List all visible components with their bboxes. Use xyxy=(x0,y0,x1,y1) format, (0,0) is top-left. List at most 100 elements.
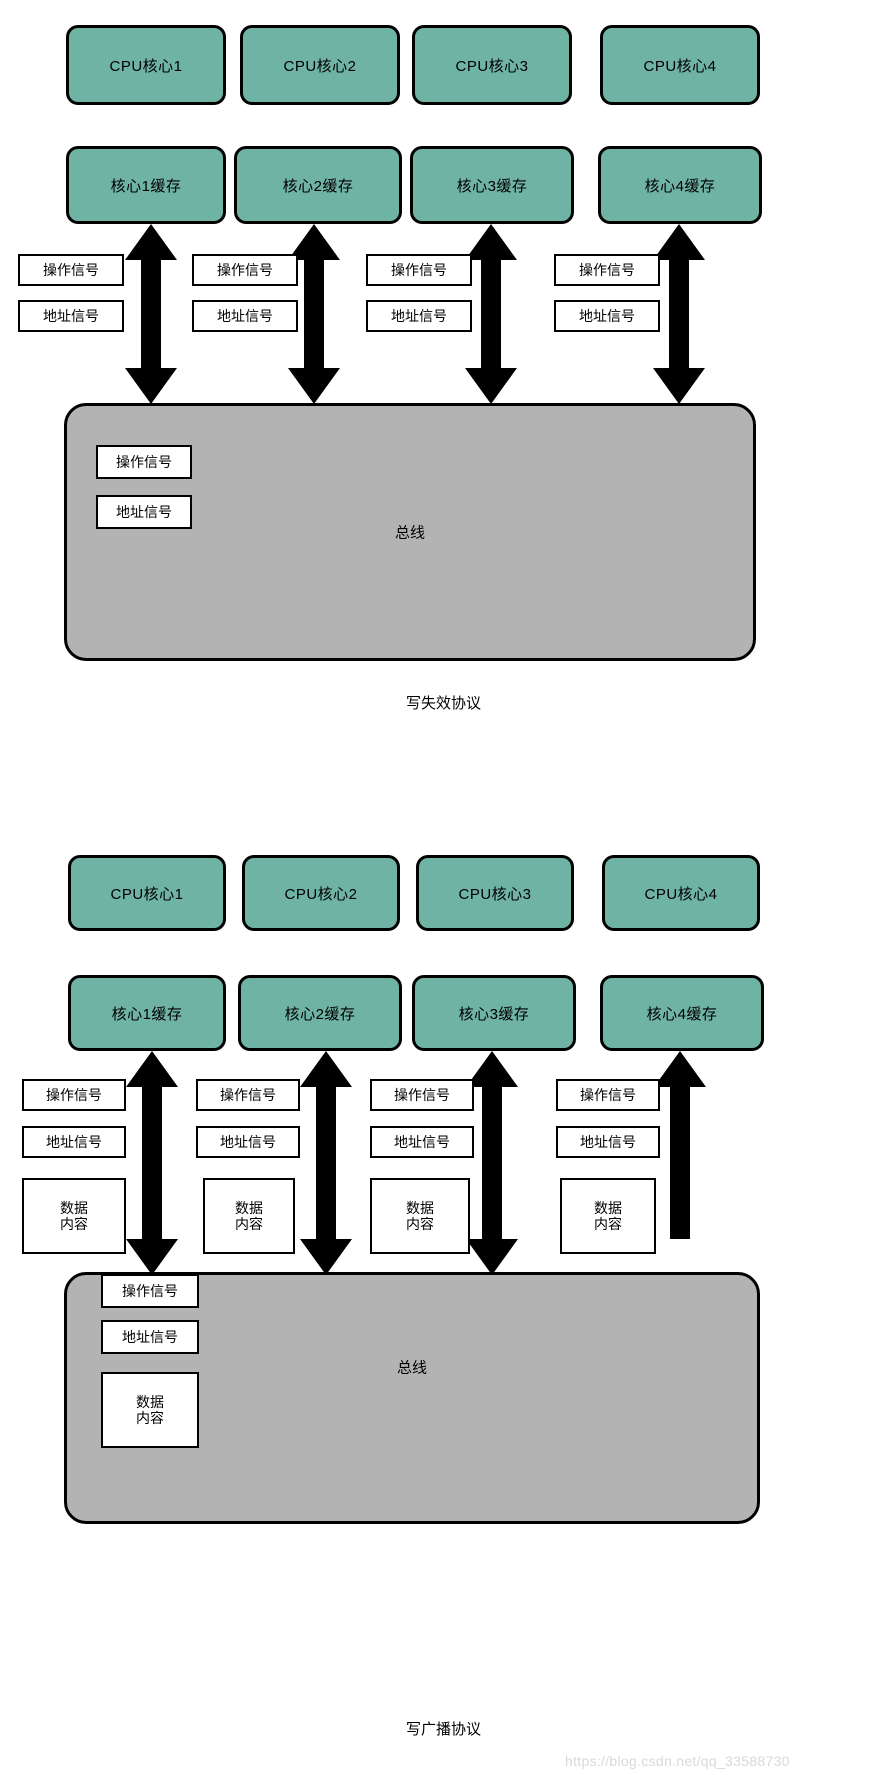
cpu-core-box-3[interactable]: CPU核心3 xyxy=(416,855,574,931)
bidirectional-arrow-core2 xyxy=(300,1051,352,1275)
signal-label: 地址信号 xyxy=(116,503,172,520)
lane-signal-addr-2: 地址信号 xyxy=(196,1126,300,1158)
signal-label-line1: 数据 xyxy=(406,1199,434,1216)
cpu-core-label: CPU核心1 xyxy=(109,57,183,75)
cache-box-1[interactable]: 核心1缓存 xyxy=(68,975,226,1051)
signal-label: 操作信号 xyxy=(579,261,635,278)
bidirectional-arrow-core2 xyxy=(288,224,340,404)
cache-box-2[interactable]: 核心2缓存 xyxy=(234,146,402,224)
signal-label: 地址信号 xyxy=(579,307,635,324)
diagram-caption-write-broadcast: 写广播协议 xyxy=(405,1721,481,1738)
bidirectional-arrow-core4 xyxy=(654,1051,706,1239)
bus-signal-op: 操作信号 xyxy=(96,445,192,479)
bidirectional-arrow-core4 xyxy=(653,224,705,404)
cpu-core-box-3[interactable]: CPU核心3 xyxy=(412,25,572,105)
cpu-core-box-1[interactable]: CPU核心1 xyxy=(68,855,226,931)
signal-label: 地址信号 xyxy=(122,1328,178,1345)
cache-label: 核心2缓存 xyxy=(282,177,354,195)
lane-signal-addr-3: 地址信号 xyxy=(366,300,472,332)
cache-label: 核心3缓存 xyxy=(458,1005,530,1023)
cache-box-2[interactable]: 核心2缓存 xyxy=(238,975,402,1051)
signal-label-line2: 内容 xyxy=(406,1216,434,1232)
signal-label-line1: 数据 xyxy=(594,1199,622,1216)
signal-label-line2: 内容 xyxy=(594,1216,622,1232)
cache-box-3[interactable]: 核心3缓存 xyxy=(412,975,576,1051)
bidirectional-arrow-core3 xyxy=(466,1051,518,1275)
bus-signal-addr: 地址信号 xyxy=(101,1320,199,1354)
signal-label: 操作信号 xyxy=(43,261,99,278)
lane-signal-op-4: 操作信号 xyxy=(556,1079,660,1111)
signal-label-line2: 内容 xyxy=(136,1410,164,1426)
signal-label: 操作信号 xyxy=(391,261,447,278)
lane-signal-addr-1: 地址信号 xyxy=(22,1126,126,1158)
lane-signal-op-2: 操作信号 xyxy=(192,254,298,286)
cache-label: 核心3缓存 xyxy=(456,177,528,195)
bus-signal-data: 数据 内容 xyxy=(101,1372,199,1448)
cache-box-3[interactable]: 核心3缓存 xyxy=(410,146,574,224)
signal-label-line1: 数据 xyxy=(60,1199,88,1216)
lane-signal-addr-4: 地址信号 xyxy=(554,300,660,332)
signal-label-line1: 数据 xyxy=(235,1199,263,1216)
signal-label-line2: 内容 xyxy=(60,1216,88,1232)
cache-box-1[interactable]: 核心1缓存 xyxy=(66,146,226,224)
signal-label-line1: 数据 xyxy=(136,1393,164,1410)
lane-signal-addr-4: 地址信号 xyxy=(556,1126,660,1158)
lane-signal-addr-2: 地址信号 xyxy=(192,300,298,332)
cpu-core-box-4[interactable]: CPU核心4 xyxy=(600,25,760,105)
signal-label: 操作信号 xyxy=(46,1086,102,1103)
cpu-core-label: CPU核心1 xyxy=(110,885,184,903)
lane-signal-data-1: 数据 内容 xyxy=(22,1178,126,1254)
signal-label-line2: 内容 xyxy=(235,1216,263,1232)
cpu-core-box-2[interactable]: CPU核心2 xyxy=(240,25,400,105)
signal-label: 地址信号 xyxy=(43,307,99,324)
cache-label: 核心4缓存 xyxy=(644,177,716,195)
signal-label: 操作信号 xyxy=(220,1086,276,1103)
lane-signal-data-2: 数据 内容 xyxy=(203,1178,295,1254)
cpu-core-label: CPU核心4 xyxy=(644,885,718,903)
bus-label: 总线 xyxy=(396,1359,428,1377)
signal-label: 操作信号 xyxy=(217,261,273,278)
watermark-text: https://blog.csdn.net/qq_33588730 xyxy=(565,1753,790,1769)
signal-label: 地址信号 xyxy=(220,1133,276,1150)
lane-signal-op-1: 操作信号 xyxy=(18,254,124,286)
cache-label: 核心2缓存 xyxy=(284,1005,356,1023)
cpu-core-box-1[interactable]: CPU核心1 xyxy=(66,25,226,105)
signal-label: 操作信号 xyxy=(116,453,172,470)
signal-label: 地址信号 xyxy=(394,1133,450,1150)
cpu-core-label: CPU核心4 xyxy=(643,57,717,75)
lane-signal-op-4: 操作信号 xyxy=(554,254,660,286)
bidirectional-arrow-core1 xyxy=(126,1051,178,1275)
signal-label: 操作信号 xyxy=(122,1282,178,1299)
signal-label: 操作信号 xyxy=(394,1086,450,1103)
lane-signal-op-3: 操作信号 xyxy=(370,1079,474,1111)
cpu-core-box-2[interactable]: CPU核心2 xyxy=(242,855,400,931)
bus-signal-op: 操作信号 xyxy=(101,1274,199,1308)
lane-signal-op-1: 操作信号 xyxy=(22,1079,126,1111)
lane-signal-data-3: 数据 内容 xyxy=(370,1178,470,1254)
bus-label: 总线 xyxy=(394,524,426,542)
cpu-core-label: CPU核心3 xyxy=(455,57,529,75)
lane-signal-data-4: 数据 内容 xyxy=(560,1178,656,1254)
lane-signal-addr-1: 地址信号 xyxy=(18,300,124,332)
diagram-caption-write-invalidate: 写失效协议 xyxy=(405,695,481,712)
cpu-core-label: CPU核心2 xyxy=(284,885,358,903)
cpu-core-label: CPU核心2 xyxy=(283,57,357,75)
cache-box-4[interactable]: 核心4缓存 xyxy=(600,975,764,1051)
cpu-core-label: CPU核心3 xyxy=(458,885,532,903)
signal-label: 地址信号 xyxy=(391,307,447,324)
lane-signal-op-2: 操作信号 xyxy=(196,1079,300,1111)
bidirectional-arrow-core1 xyxy=(125,224,177,404)
signal-label: 操作信号 xyxy=(580,1086,636,1103)
lane-signal-op-3: 操作信号 xyxy=(366,254,472,286)
bidirectional-arrow-core3 xyxy=(465,224,517,404)
signal-label: 地址信号 xyxy=(217,307,273,324)
cpu-core-box-4[interactable]: CPU核心4 xyxy=(602,855,760,931)
signal-label: 地址信号 xyxy=(46,1133,102,1150)
bus-signal-addr: 地址信号 xyxy=(96,495,192,529)
cache-label: 核心1缓存 xyxy=(111,1005,183,1023)
lane-signal-addr-3: 地址信号 xyxy=(370,1126,474,1158)
signal-label: 地址信号 xyxy=(580,1133,636,1150)
cache-box-4[interactable]: 核心4缓存 xyxy=(598,146,762,224)
cache-label: 核心4缓存 xyxy=(646,1005,718,1023)
